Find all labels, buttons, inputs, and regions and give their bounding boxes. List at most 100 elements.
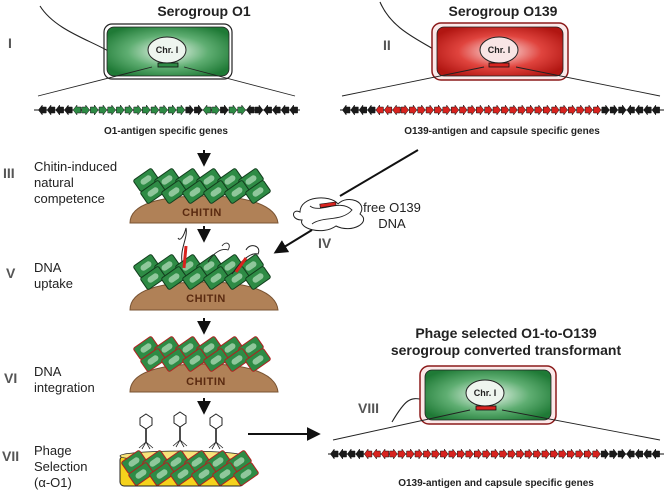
gene-arrow — [509, 104, 518, 116]
gene-arrow — [617, 448, 627, 460]
gene-arrow — [575, 448, 584, 460]
gene-arrow — [550, 448, 559, 460]
bacterium-cell — [182, 180, 208, 204]
gene-arrow — [363, 448, 373, 460]
gene-arrow — [634, 448, 643, 460]
bacterium-cell — [224, 180, 250, 204]
gene-arrow — [375, 104, 384, 116]
gene-arrow — [228, 104, 238, 116]
gene-arrow — [355, 448, 364, 460]
step-vi-line2: integration — [34, 380, 95, 395]
step-iii-line3: competence — [34, 191, 105, 206]
gene-arrow — [501, 104, 510, 116]
gene-arrow — [559, 104, 568, 116]
gene-arrow — [467, 104, 476, 116]
zoom-line-right-ii — [515, 66, 661, 97]
gene-arrow — [450, 104, 460, 116]
cell-viii-locus-marker — [475, 405, 497, 411]
free-dna-line2: DNA — [378, 216, 406, 231]
gene-arrow — [38, 104, 47, 116]
gene-arrow — [263, 104, 272, 116]
gene-label-o139-top: O139-antigen and capsule specific genes — [404, 126, 600, 137]
cell-ii-locus-marker — [488, 62, 510, 68]
gene-arrow — [414, 448, 423, 460]
gene-arrow — [423, 448, 432, 460]
gene-arrow — [634, 104, 644, 116]
gene-arrow — [55, 104, 64, 116]
selection-plate — [119, 450, 259, 487]
gene-arrow — [551, 104, 560, 116]
gene-arrow — [507, 448, 517, 460]
bacterium-cell — [161, 348, 187, 372]
gene-arrow — [609, 104, 619, 116]
gene-arrow — [459, 104, 468, 116]
gene-arrow — [609, 448, 618, 460]
gene-arrow — [330, 448, 339, 460]
bacterium-cell — [191, 462, 217, 486]
gene-arrow — [516, 448, 525, 460]
gene-arrow — [626, 448, 635, 460]
gene-arrow — [583, 448, 593, 460]
gene-arrow — [98, 104, 108, 116]
title-serogroup-o1: Serogroup O1 — [157, 3, 251, 19]
gene-arrow — [90, 104, 99, 116]
gene-arrow — [584, 104, 593, 116]
gene-arrow — [194, 104, 203, 116]
gene-arrow — [176, 104, 186, 116]
gene-arrow — [289, 104, 298, 116]
gene-arrow — [492, 104, 501, 116]
gene-arrow — [440, 448, 449, 460]
title-serogroup-o139: Serogroup O139 — [449, 3, 558, 19]
gene-arrow — [434, 104, 443, 116]
step-vii-line2: Selection — [34, 459, 87, 474]
gene-arrow — [558, 448, 567, 460]
gene-arrow — [417, 104, 426, 116]
gene-arrow — [651, 448, 660, 460]
gene-arrow — [342, 104, 351, 116]
gene-arrow — [626, 104, 635, 116]
cell-i-outer-membrane — [103, 23, 233, 80]
gene-arrow — [568, 104, 577, 116]
title-transformant-line1: Phage selected O1-to-O139 — [415, 325, 597, 341]
step-vi-line1: DNA — [34, 364, 62, 379]
gene-arrow — [425, 104, 434, 116]
gene-arrow — [484, 104, 493, 116]
gene-arrow — [409, 104, 418, 116]
gene-arrow — [397, 448, 407, 460]
gene-arrow — [185, 104, 194, 116]
gene-arrow — [643, 448, 652, 460]
gene-arrow — [159, 104, 168, 116]
gene-arrow — [592, 448, 601, 460]
step-numeral-vii: VII — [2, 448, 19, 464]
chitin-label-vi: CHITIN — [186, 376, 226, 388]
gene-arrow — [116, 104, 125, 116]
gene-arrow — [347, 448, 356, 460]
gene-arrow — [237, 104, 246, 116]
gene-arrow — [533, 448, 542, 460]
bacterium-cell — [170, 462, 196, 486]
gene-arrow — [389, 448, 398, 460]
gene-arrow — [142, 104, 151, 116]
step-numeral-v: V — [6, 265, 16, 281]
step-numeral-ii: II — [383, 37, 391, 53]
chitin-label-v: CHITIN — [186, 293, 226, 305]
gene-arrow — [380, 448, 390, 460]
gene-arrow — [567, 448, 576, 460]
gene-arrow — [442, 104, 451, 116]
gene-arrow — [499, 448, 508, 460]
bacterium-cell — [182, 348, 208, 372]
gene-arrow — [358, 104, 367, 116]
gene-arrow — [600, 448, 610, 460]
gene-arrow — [431, 448, 440, 460]
bacterium-cell — [245, 348, 271, 372]
zoom-line-right-viii — [501, 409, 661, 441]
bacterium-cell — [161, 180, 187, 204]
phage-icon — [208, 413, 224, 450]
step-vii-line1: Phage — [34, 443, 72, 458]
bacterium-cell — [245, 180, 271, 204]
gene-arrow — [367, 104, 376, 116]
chitin-pile-v: CHITIN — [129, 254, 279, 311]
bacterium-cell — [233, 462, 259, 486]
bacterium-cell — [149, 462, 175, 486]
